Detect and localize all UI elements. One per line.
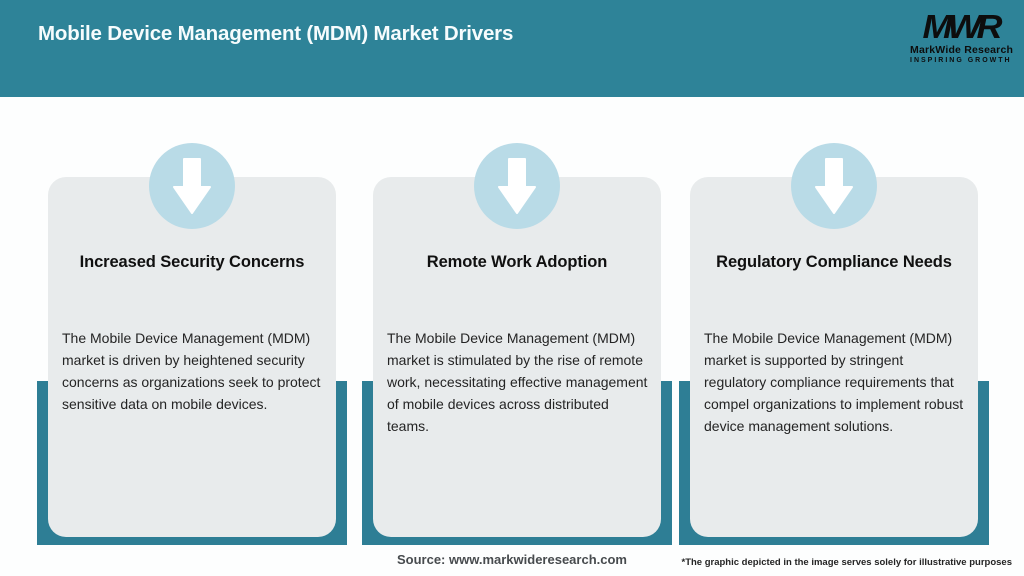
card-title: Remote Work Adoption xyxy=(426,253,608,271)
logo-monogram: MWR xyxy=(922,7,1003,46)
page-title: Mobile Device Management (MDM) Market Dr… xyxy=(38,22,514,45)
disclaimer-text: *The graphic depicted in the image serve… xyxy=(681,557,1013,568)
markwide-research-logo: MWR MarkWide Research INSPIRING GROWTH xyxy=(910,7,1014,64)
driver-card-remote-work: Remote Work Adoption The Mobile Device M… xyxy=(373,143,661,537)
card-title: Increased Security Concerns xyxy=(79,253,305,271)
down-arrow-icon xyxy=(149,143,235,229)
logo-company-name: MarkWide Research xyxy=(910,44,1014,56)
header-bar: Mobile Device Management (MDM) Market Dr… xyxy=(0,0,1024,97)
card-description: The Mobile Device Management (MDM) marke… xyxy=(704,330,964,434)
card-description: The Mobile Device Management (MDM) marke… xyxy=(62,330,321,412)
driver-card-security: Increased Security Concerns The Mobile D… xyxy=(48,143,336,537)
logo-tagline: INSPIRING GROWTH xyxy=(910,57,1012,64)
card-title: Regulatory Compliance Needs xyxy=(716,253,952,271)
card-description: The Mobile Device Management (MDM) marke… xyxy=(387,330,648,434)
down-arrow-icon xyxy=(474,143,560,229)
source-text: Source: www.markwideresearch.com xyxy=(396,552,627,567)
down-arrow-icon xyxy=(791,143,877,229)
driver-card-compliance: Regulatory Compliance Needs The Mobile D… xyxy=(690,143,978,537)
